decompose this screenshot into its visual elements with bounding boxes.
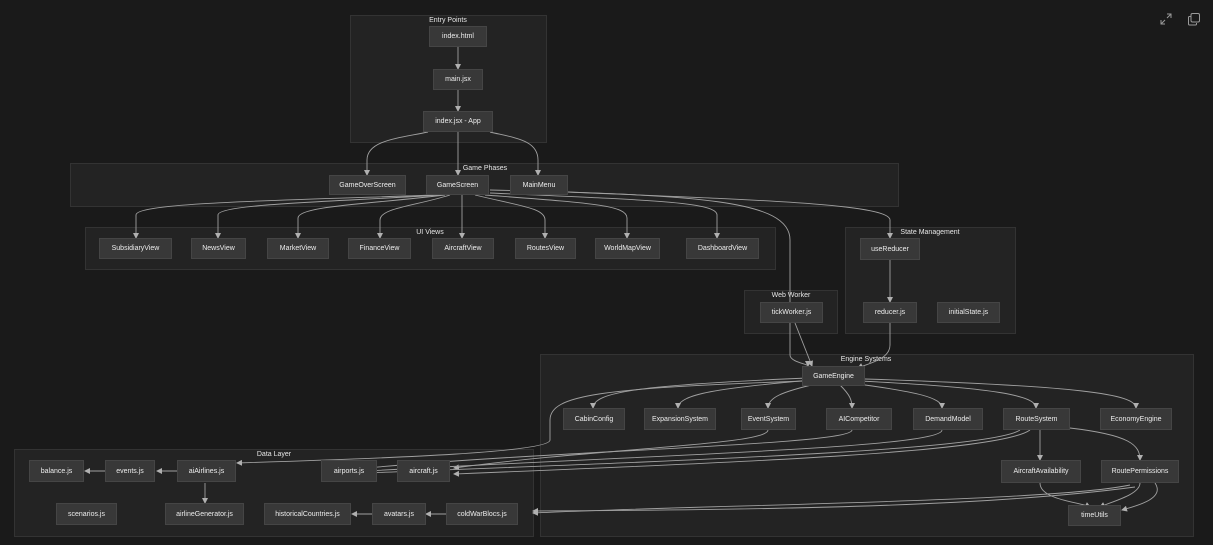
node-main-jsx[interactable]: main.jsx	[433, 69, 483, 90]
edge-route-aircraft	[453, 429, 1031, 477]
node-timeutils[interactable]: timeUtils	[1068, 505, 1121, 526]
edge-route-airports	[366, 429, 1021, 476]
group-web-worker-title: Web Worker	[771, 292, 811, 299]
node-worldmapview[interactable]: WorldMapView	[595, 238, 660, 259]
edge-ai-airports	[366, 429, 853, 471]
group-engine-systems-title: Engine Systems	[840, 356, 892, 363]
node-aicompetitor[interactable]: AICompetitor	[826, 408, 892, 430]
edge-route-permissions	[1069, 427, 1143, 461]
node-gameoverscreen[interactable]: GameOverScreen	[329, 175, 406, 195]
node-tickworker-js[interactable]: tickWorker.js	[760, 302, 823, 323]
group-data-layer-title: Data Layer	[256, 451, 292, 458]
edge-gs-finance	[377, 194, 451, 239]
node-mainmenu[interactable]: MainMenu	[510, 175, 568, 195]
node-initialstate-js[interactable]: initialState.js	[937, 302, 1000, 323]
edge-gs-routesview	[474, 194, 548, 239]
edge-gs-news	[215, 194, 441, 239]
node-airports-js[interactable]: airports.js	[321, 460, 377, 482]
node-dashboardview[interactable]: DashboardView	[686, 238, 759, 259]
node-routesystem[interactable]: RouteSystem	[1003, 408, 1070, 430]
edge-event-aircraft	[453, 429, 769, 471]
node-balance-js[interactable]: balance.js	[29, 460, 84, 482]
node-events-js[interactable]: events.js	[105, 460, 155, 482]
edge-gs-dashboard	[489, 192, 720, 239]
copy-icon[interactable]	[1187, 12, 1201, 26]
node-financeview[interactable]: FinanceView	[348, 238, 411, 259]
node-gameengine[interactable]: GameEngine	[802, 366, 865, 386]
edge-ge-route	[859, 380, 1039, 409]
node-coldwarblocs-js[interactable]: coldWarBlocs.js	[446, 503, 518, 525]
node-usereducer[interactable]: useReducer	[860, 238, 920, 260]
node-avatars-js[interactable]: avatars.js	[372, 503, 426, 525]
node-aircraftview[interactable]: AircraftView	[432, 238, 494, 259]
group-state-management-title: State Management	[900, 229, 960, 236]
edge-gs-subsidiary	[133, 194, 436, 239]
edge-perm-coldwar	[532, 484, 1131, 516]
edge-app-gameover	[364, 131, 429, 176]
node-index-html[interactable]: index.html	[429, 26, 487, 47]
node-gamescreen[interactable]: GameScreen	[426, 175, 489, 195]
edge-ge-event	[765, 382, 821, 409]
edge-reducer-gameengine	[857, 323, 891, 369]
edge-ge-ai	[839, 384, 855, 409]
node-marketview[interactable]: MarketView	[267, 238, 329, 259]
node-routesview[interactable]: RoutesView	[515, 238, 576, 259]
node-historicalcountries-js[interactable]: historicalCountries.js	[264, 503, 351, 525]
fit-view-icon[interactable]	[1159, 12, 1173, 26]
node-expansionsystem[interactable]: ExpansionSystem	[644, 408, 716, 430]
edge-gs-worldmap	[484, 194, 630, 239]
edge-perm-time2	[1121, 482, 1158, 512]
edge-gs-gameengine	[489, 189, 811, 367]
node-cabinconfig[interactable]: CabinConfig	[563, 408, 625, 430]
node-aircraftavailability[interactable]: AircraftAvailability	[1001, 460, 1081, 483]
node-index-app[interactable]: index.jsx - App	[423, 111, 493, 132]
edge-tickworker-gameengine	[794, 322, 813, 367]
node-subsidiaryview[interactable]: SubsidiaryView	[99, 238, 172, 259]
edge-ge-economy	[864, 378, 1139, 409]
edge-perm-histcountries	[532, 486, 1136, 514]
node-aircraft-js[interactable]: aircraft.js	[397, 460, 450, 482]
node-airlinegenerator-js[interactable]: airlineGenerator.js	[165, 503, 244, 525]
node-scenarios-js[interactable]: scenarios.js	[56, 503, 117, 525]
node-economyengine[interactable]: EconomyEngine	[1100, 408, 1172, 430]
group-game-phases-title: Game Phases	[462, 165, 508, 172]
node-routepermissions[interactable]: RoutePermissions	[1101, 460, 1179, 483]
edge-ge-demand	[849, 382, 945, 409]
edge-demand-airports	[366, 429, 943, 474]
node-eventsystem[interactable]: EventSystem	[741, 408, 796, 430]
group-ui-views-title: UI Views	[416, 229, 444, 236]
edge-ge-expansion	[675, 379, 813, 409]
node-reducer-js[interactable]: reducer.js	[863, 302, 917, 323]
node-newsview[interactable]: NewsView	[191, 238, 246, 259]
node-aiairlines-js[interactable]: aiAirlines.js	[177, 460, 236, 482]
edge-gs-market	[295, 194, 446, 239]
group-entry-points-title: Entry Points	[429, 17, 467, 24]
node-demandmodel[interactable]: DemandModel	[913, 408, 983, 430]
edge-app-mainmenu	[489, 131, 541, 176]
edge-ge-aiairlines	[236, 380, 806, 466]
